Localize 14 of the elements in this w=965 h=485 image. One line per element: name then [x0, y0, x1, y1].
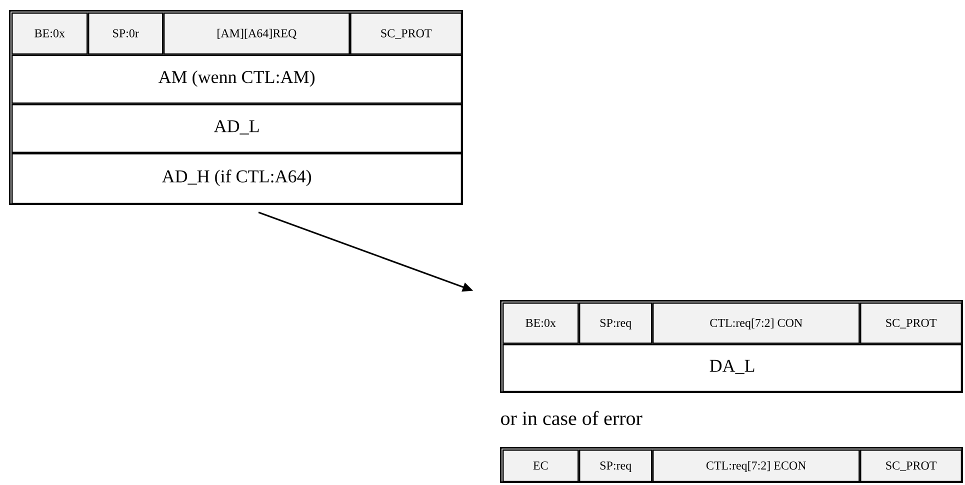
note-text: or in case of error: [501, 410, 642, 426]
header-cell: SP:req: [578, 449, 652, 482]
header-cell: SC_PROT: [860, 302, 962, 344]
header-cell: EC: [502, 449, 579, 482]
field-row: AD_H (if CTL:A64): [11, 153, 462, 204]
header-cell: SP:0r: [88, 12, 164, 55]
header-cell: SP:req: [578, 302, 652, 344]
header-cell: BE:0x: [502, 302, 579, 344]
field-row: DA_L: [502, 344, 962, 392]
header-cell: BE:0x: [11, 12, 88, 55]
header-cell: SC_PROT: [350, 12, 462, 55]
field-row: AD_L: [11, 104, 462, 154]
field-row: AM (wenn CTL:AM): [11, 54, 462, 104]
header-cell: SC_PROT: [860, 449, 962, 482]
